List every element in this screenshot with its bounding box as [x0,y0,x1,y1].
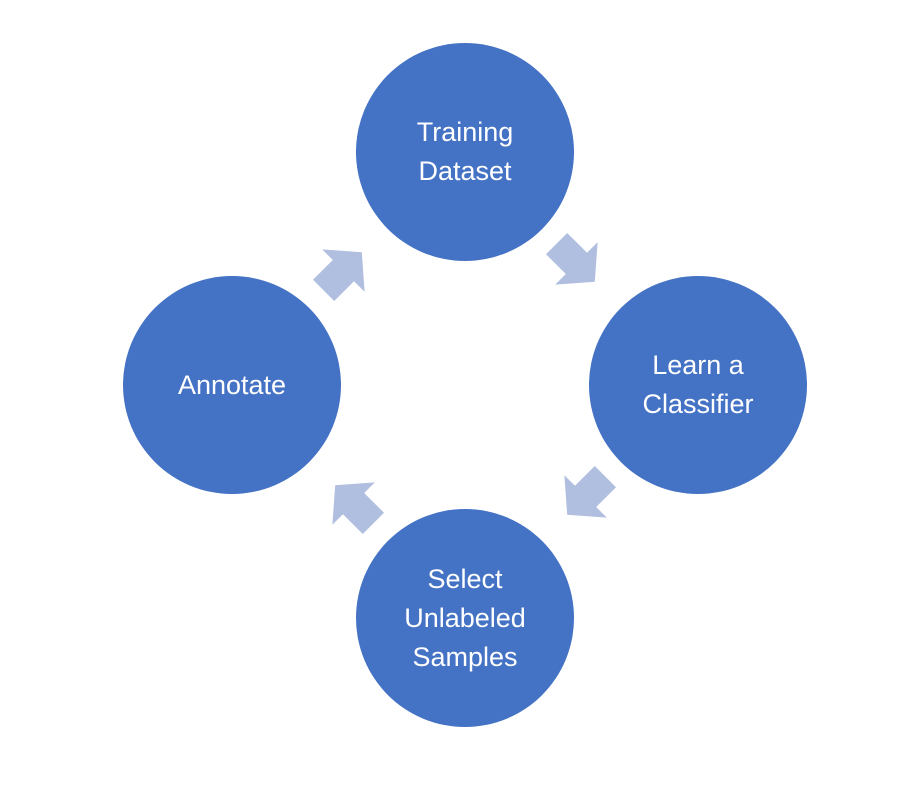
arrow-select-to-annotate [332,482,384,534]
node-label: Unlabeled [404,602,526,633]
arrow-classifier-to-select [564,466,616,518]
node-label: Dataset [418,156,512,186]
arrow-training-to-classifier [546,233,598,285]
node-label: Classifier [642,389,754,419]
node-label: Learn a [652,350,744,380]
node-label: Select [427,563,503,594]
node-label: Samples [412,641,518,672]
arrow-annotate-to-training [313,249,365,301]
node-label: Annotate [177,369,287,400]
node-annotate: Annotate [123,276,341,494]
node-label: Training [416,117,514,147]
node-learn-classifier: Learn a Classifier [589,276,807,494]
